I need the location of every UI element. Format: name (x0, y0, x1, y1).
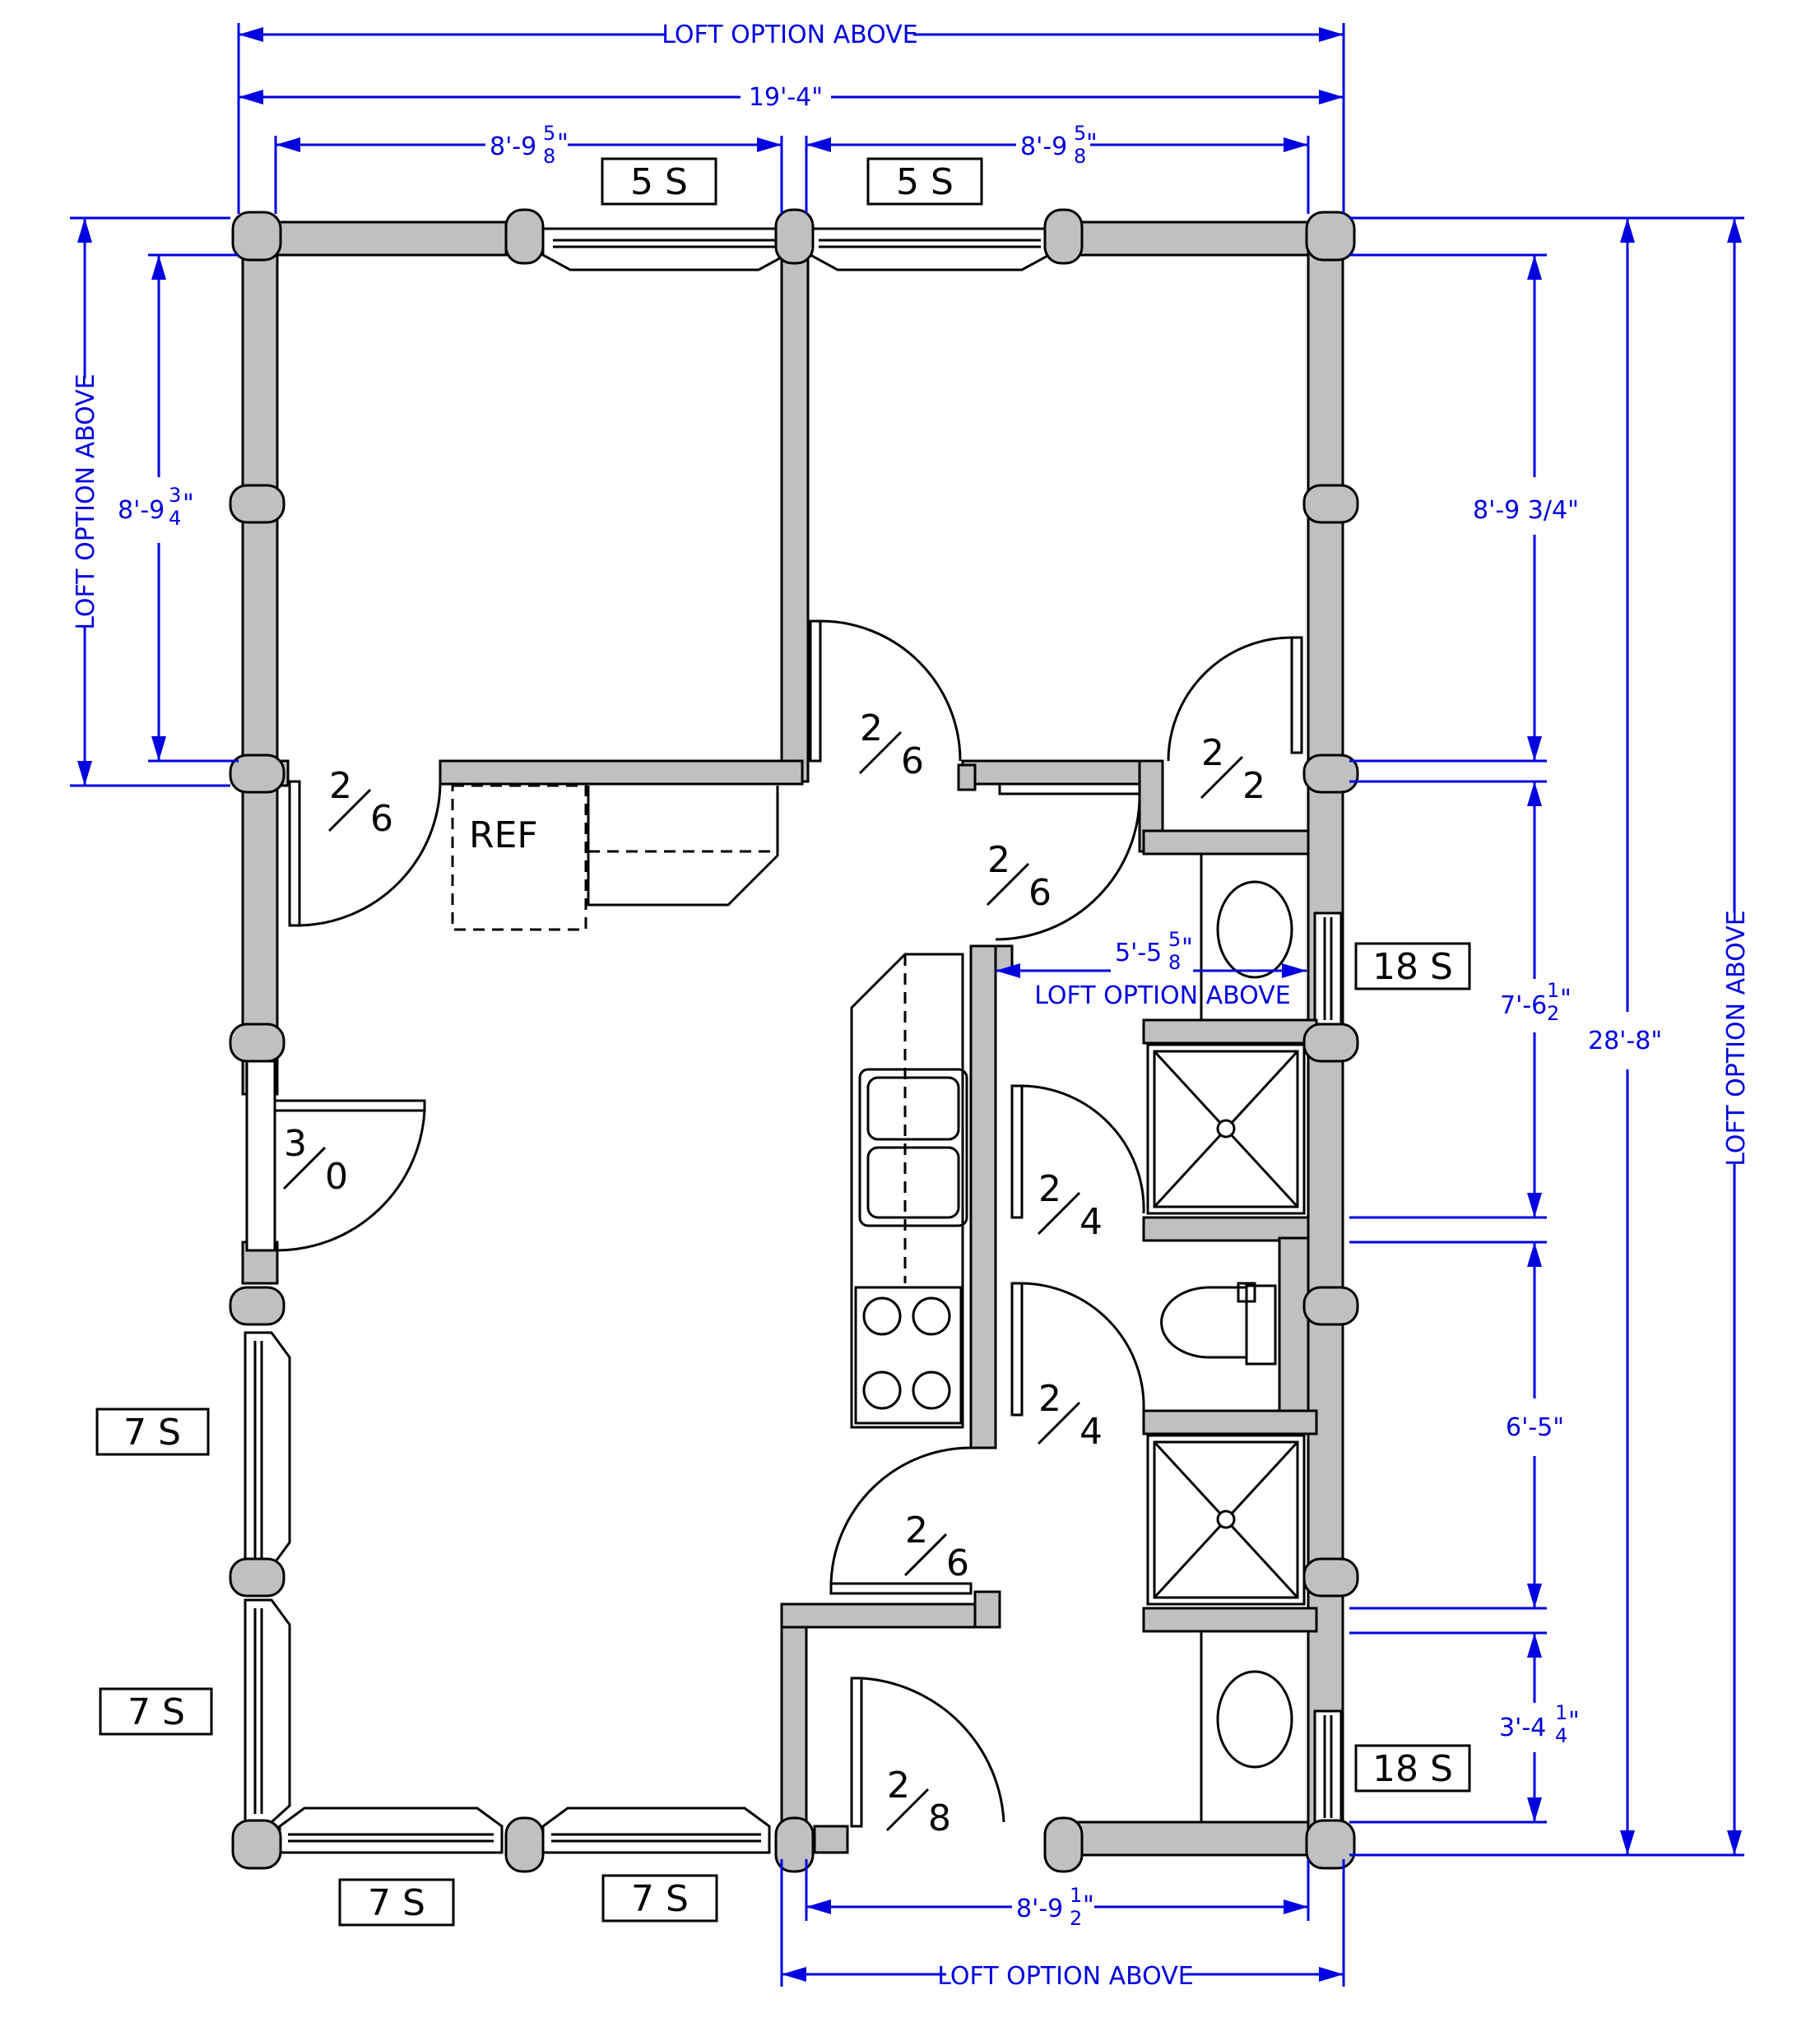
dim-frac-den: 2 (1070, 1907, 1082, 1930)
dim-inch-mark: " (1086, 129, 1098, 158)
door-tag-width: 3 (284, 1123, 307, 1165)
door-tag-width: 2 (860, 707, 883, 749)
window-tag-right-upper: 18 S (1372, 946, 1453, 988)
dim-bottom-width: 8'-9 (1016, 1895, 1063, 1923)
window-tag-left-lower: 7 S (128, 1691, 185, 1733)
window-tag-bottom-left: 7 S (368, 1882, 425, 1924)
toilet-upper (1216, 880, 1293, 979)
window-tag-bottom-right: 7 S (631, 1878, 689, 1920)
door-tag: 2 4 (1037, 1378, 1103, 1453)
door-tag: 2 8 (885, 1765, 951, 1839)
window-tag-top-left: 5 S (630, 161, 688, 203)
dim-bottom-loft: LOFT OPTION ABOVE (937, 1962, 1193, 1991)
dim-left-loft: LOFT OPTION ABOVE (72, 373, 100, 629)
door-tags: 2 6 2 6 2 2 2 6 3 0 2 4 2 (282, 707, 1265, 1839)
dim-bath1-depth: 7'-6 (1500, 991, 1547, 1020)
door-tag-height: 8 (928, 1797, 951, 1839)
dim-overall-width: 19'-4" (749, 83, 823, 112)
door-tag: 2 6 (903, 1510, 969, 1584)
window-tag-left-upper: 7 S (123, 1412, 181, 1454)
door-tag-height: 0 (325, 1156, 348, 1198)
dim-inch-mark: " (1083, 1891, 1094, 1920)
kitchen-sink (858, 1068, 968, 1227)
dim-hall-width: 5'-5 (1115, 939, 1162, 967)
dim-frac-den: 8 (543, 145, 555, 168)
dim-frac-den: 2 (1547, 1002, 1559, 1025)
window-tag-right-lower: 18 S (1372, 1748, 1453, 1790)
dim-inch-mark: " (1568, 1707, 1580, 1736)
toilet-lower (1216, 1670, 1293, 1769)
window-tag-top-right: 5 S (896, 161, 954, 203)
door-tag-width: 2 (1038, 1378, 1061, 1420)
dim-right-loft: LOFT OPTION ABOVE (1722, 910, 1751, 1166)
dim-top-loft: LOFT OPTION ABOVE (662, 21, 917, 49)
door-tag-width: 2 (905, 1510, 928, 1551)
door-tag: 2 2 (1200, 732, 1265, 807)
dim-frac-den: 8 (1168, 951, 1181, 974)
dim-hall-loft: LOFT OPTION ABOVE (1034, 981, 1290, 1010)
window-tags: 5 S 5 S 18 S 18 S 7 S 7 S 7 S 7 S (95, 157, 1471, 1927)
dim-inch-mark: " (557, 129, 569, 158)
dim-frac-num: 1 (1555, 1701, 1567, 1724)
dim-inch-mark: " (183, 489, 194, 518)
door-tag-width: 2 (1038, 1168, 1061, 1210)
dim-frac-num: 1 (1547, 979, 1559, 1002)
door-tag: 2 6 (986, 839, 1052, 914)
stove (854, 1286, 963, 1425)
toilet-middle (1160, 1282, 1277, 1366)
dim-frac-num: 5 (1168, 928, 1181, 951)
door-tag-height: 6 (370, 798, 393, 840)
door-tag-height: 2 (1242, 765, 1265, 807)
shower-lower (1146, 1434, 1306, 1606)
dim-inch-mark: " (1560, 985, 1572, 1013)
dimension-lines (70, 23, 1744, 1987)
door-tag-height: 4 (1079, 1201, 1103, 1243)
dim-right-room-width: 8'-9 (1020, 132, 1067, 161)
dim-left-room-width: 8'-9 (490, 132, 536, 161)
dim-frac-den: 8 (1074, 145, 1086, 168)
door-tag-width: 2 (987, 839, 1010, 881)
dim-frac-num: 3 (169, 484, 181, 507)
door-swings (245, 619, 1303, 1828)
dim-right-room-depth: 8'-9 3/4" (1473, 496, 1579, 525)
door-tag-height: 6 (901, 740, 924, 782)
dim-closet-depth: 3'-4 (1499, 1714, 1546, 1742)
dim-frac-den: 4 (169, 507, 181, 530)
kitchen-and-fixtures (451, 784, 1310, 1824)
door-tag-width: 2 (329, 765, 352, 807)
door-tag: 3 0 (282, 1123, 348, 1198)
dim-overall-depth: 28'-8" (1588, 1027, 1662, 1055)
wall-posts (229, 208, 1359, 1873)
door-tag-width: 2 (1201, 732, 1224, 774)
shower-upper (1146, 1043, 1306, 1215)
door-tag-width: 2 (887, 1765, 910, 1806)
dim-left-room-depth: 8'-9 (118, 496, 165, 525)
dim-inch-mark: " (1182, 934, 1193, 962)
door-tag-height: 4 (1079, 1411, 1103, 1453)
dim-bath2-depth: 6'-5" (1506, 1413, 1564, 1442)
dim-frac-num: 5 (543, 122, 555, 145)
door-tag-height: 6 (1028, 872, 1052, 914)
door-tag-height: 6 (946, 1542, 969, 1584)
dim-frac-num: 1 (1070, 1884, 1082, 1907)
dim-frac-den: 4 (1555, 1724, 1567, 1747)
dim-frac-num: 5 (1074, 122, 1086, 145)
dimension-labels: LOFT OPTION ABOVE 19'-4" 8'-9 5 8 " 8'-9… (72, 21, 1751, 1991)
door-tag: 2 6 (858, 707, 924, 782)
refrigerator-label: REF (469, 814, 538, 856)
refrigerator (451, 784, 587, 931)
door-tag: 2 6 (327, 765, 393, 840)
door-tag: 2 4 (1037, 1168, 1103, 1243)
